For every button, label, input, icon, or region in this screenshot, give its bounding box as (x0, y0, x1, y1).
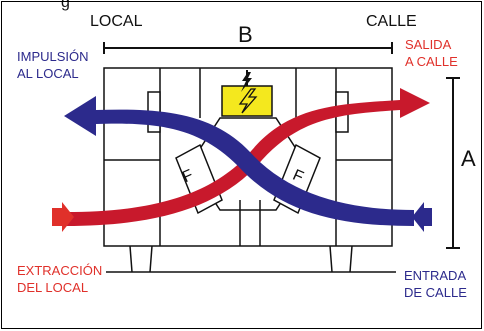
dimension-b-label: B (238, 22, 253, 47)
supply-airflow-blue (64, 96, 414, 226)
fan-unit (221, 70, 273, 117)
extraccion-label-line1: EXTRACCIÓN (17, 263, 103, 278)
dimension-a-label: A (461, 146, 476, 171)
calle-label: CALLE (366, 13, 417, 30)
impulsion-label-line2: AL LOCAL (17, 66, 79, 81)
dimension-a (446, 77, 460, 249)
salida-label-line2: A CALLE (405, 54, 458, 69)
extraccion-label-line2: DEL LOCAL (17, 280, 89, 295)
street-inlet-arrow (412, 202, 432, 232)
impulsion-label-line1: IMPULSIÓN (17, 49, 89, 64)
top-cut-text: g (61, 0, 70, 11)
extraction-inlet-arrow (52, 202, 74, 232)
salida-label-line1: SALIDA (405, 37, 452, 52)
unit-feet (106, 245, 396, 273)
dimension-b (103, 42, 393, 54)
lightning-bolt-icon (241, 72, 252, 92)
fan-bolt-icon (238, 88, 258, 114)
entrada-label-line1: ENTRADA (404, 268, 467, 283)
local-label: LOCAL (90, 13, 143, 30)
entrada-label-line2: DE CALLE (404, 285, 467, 300)
